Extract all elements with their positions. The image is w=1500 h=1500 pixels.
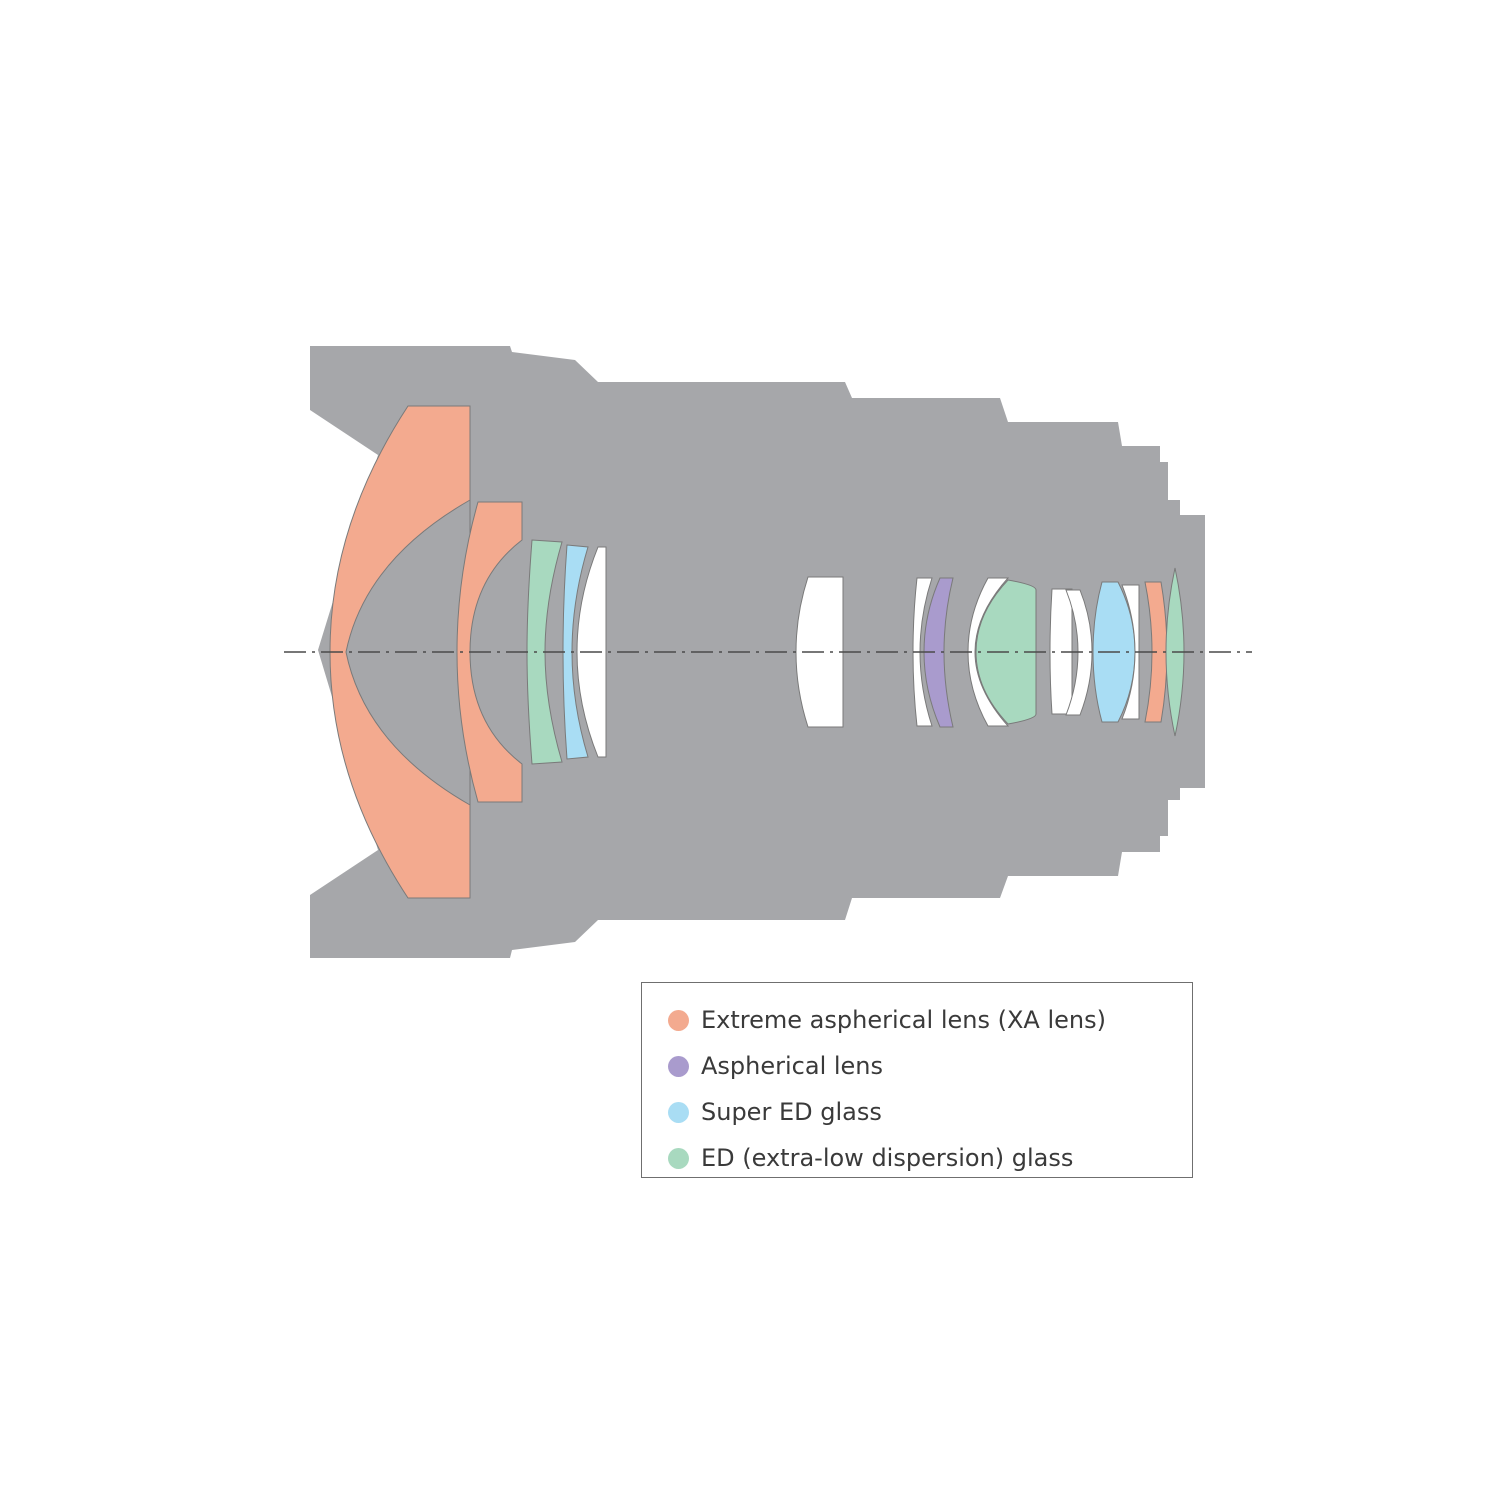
lens-element-9-standard bbox=[967, 577, 1010, 727]
legend-label: Aspherical lens bbox=[701, 1052, 884, 1080]
legend-label: ED (extra-low dispersion) glass bbox=[701, 1144, 1074, 1172]
legend-item-super-ed-glass: Super ED glass bbox=[668, 1089, 1192, 1135]
legend-box: Extreme aspherical lens (XA lens) Aspher… bbox=[641, 982, 1193, 1178]
salmon-circle-icon bbox=[668, 1009, 689, 1031]
legend-item-aspherical-lens: Aspherical lens bbox=[668, 1043, 1192, 1089]
lens-element-14-standard bbox=[1121, 584, 1140, 720]
lens-element-2-xa bbox=[456, 501, 523, 803]
legend-item-ed-glass: ED (extra-low dispersion) glass bbox=[668, 1135, 1192, 1181]
lens-element-4-super-ed bbox=[562, 544, 589, 760]
lens-element-8-aspherical bbox=[923, 577, 954, 728]
light-blue-circle-icon bbox=[668, 1101, 689, 1123]
legend-label: Extreme aspherical lens (XA lens) bbox=[701, 1006, 1106, 1034]
purple-circle-icon bbox=[668, 1055, 689, 1077]
legend-label: Super ED glass bbox=[701, 1098, 882, 1126]
lens-element-7-standard bbox=[912, 577, 933, 727]
legend-item-xa-lens: Extreme aspherical lens (XA lens) bbox=[668, 997, 1192, 1043]
green-circle-icon bbox=[668, 1147, 689, 1169]
